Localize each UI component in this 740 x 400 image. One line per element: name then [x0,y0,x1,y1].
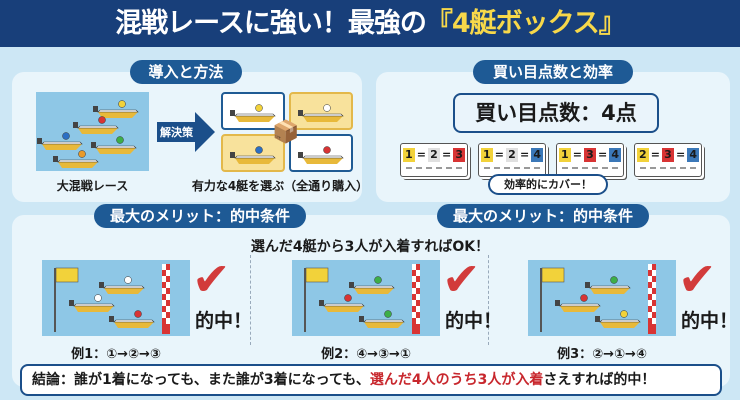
ticket-number: 2 [636,148,649,162]
race-label: 大混戦レース [56,179,129,193]
ticket-number: 4 [687,148,700,162]
ticket-number: 3 [453,148,466,162]
ticket-number: 2 [428,148,440,162]
finish-scene [292,260,440,336]
boats-icon [37,100,139,168]
flag-icon [541,267,565,283]
boat-card [289,92,353,130]
boat-card [289,134,353,172]
divider [488,255,489,345]
finish-scene [42,260,190,336]
ticket: 1=2=4 [478,143,546,177]
separator: = [442,148,452,161]
divider [250,255,251,345]
count-box: 買い目点数：4点 [453,93,659,133]
conclusion-highlight: 選んだ4人のうち3人が入着 [369,372,544,388]
boats-icon [304,264,420,334]
boat-icon [230,146,276,164]
arrow-label: 解決策 [160,126,193,139]
finish-scene [528,260,676,336]
example-label: 例3：②→①→④ [557,347,647,362]
boats-icon [540,264,656,334]
conclusion-box: 結論：誰が1着になっても、また誰が3着になっても、選んだ4人のうち3人が入着さえ… [20,364,722,396]
hit-label: 的中！ [445,310,503,332]
conclusion-suffix: さえすれば的中！ [543,372,656,388]
ticket-number: 3 [584,148,596,162]
merit-subtitle: 選んだ4艇から3人が入着すればOK！ [250,239,490,255]
conclusion-prefix: 結論：誰が1着になっても、また誰が3着になっても、 [32,372,370,388]
checkmark-icon: ✔ [192,252,231,306]
barcode [562,167,618,173]
ticket: 1=3=4 [556,143,624,177]
flag-icon [305,267,329,283]
efficiency-pill: 買い目点数と効率 [473,60,633,84]
boat-card [221,92,285,130]
boat-icon [230,104,276,122]
ticket: 1=2=3 [400,143,468,177]
cardboard-box-icon: 📦 [272,120,300,145]
separator: = [676,148,686,161]
ticket: 2=3=4 [634,143,702,177]
separator: = [520,148,530,161]
title-highlight: 『4艇ボックス』 [425,8,626,39]
intro-pill: 導入と方法 [130,60,242,84]
example-label: 例2：④→③→① [321,347,411,362]
choice-label: 有力な4艇を選ぶ（全通り購入） [191,179,369,193]
boat-icon [298,104,344,122]
separator: = [494,148,504,161]
separator: = [416,148,426,161]
boat-card [221,134,285,172]
ticket-number: 1 [558,148,571,162]
example-label: 例1：①→②→③ [71,347,161,362]
hit-label: 的中！ [681,310,739,332]
hit-label: 的中！ [195,310,253,332]
chosen-boats [221,92,353,172]
separator: = [572,148,582,161]
ticket-number: 1 [480,148,493,162]
barcode [640,167,696,173]
arrow-icon: 解決策 [157,112,215,152]
flag-icon [55,267,79,283]
boats-icon [54,264,170,334]
ticket-number: 4 [609,148,622,162]
checkmark-icon: ✔ [678,252,717,306]
separator: = [650,148,660,161]
merit-pill-left: 最大のメリット：的中条件 [94,204,306,228]
separator: = [598,148,608,161]
speech-bubble: 効率的にカバー！ [488,174,608,195]
barcode [406,167,462,173]
page-title: 混戦レースに強い！最強の『4艇ボックス』 [0,0,740,47]
title-main: 混戦レースに強い！最強の [115,8,427,39]
race-illustration [36,92,149,171]
merit-pill-right: 最大のメリット：的中条件 [437,204,649,228]
boat-icon [298,146,344,164]
barcode [484,167,540,173]
ticket-number: 3 [662,148,674,162]
checkmark-icon: ✔ [442,252,481,306]
ticket-number: 4 [531,148,544,162]
ticket-number: 1 [402,148,415,162]
ticket-number: 2 [506,148,518,162]
